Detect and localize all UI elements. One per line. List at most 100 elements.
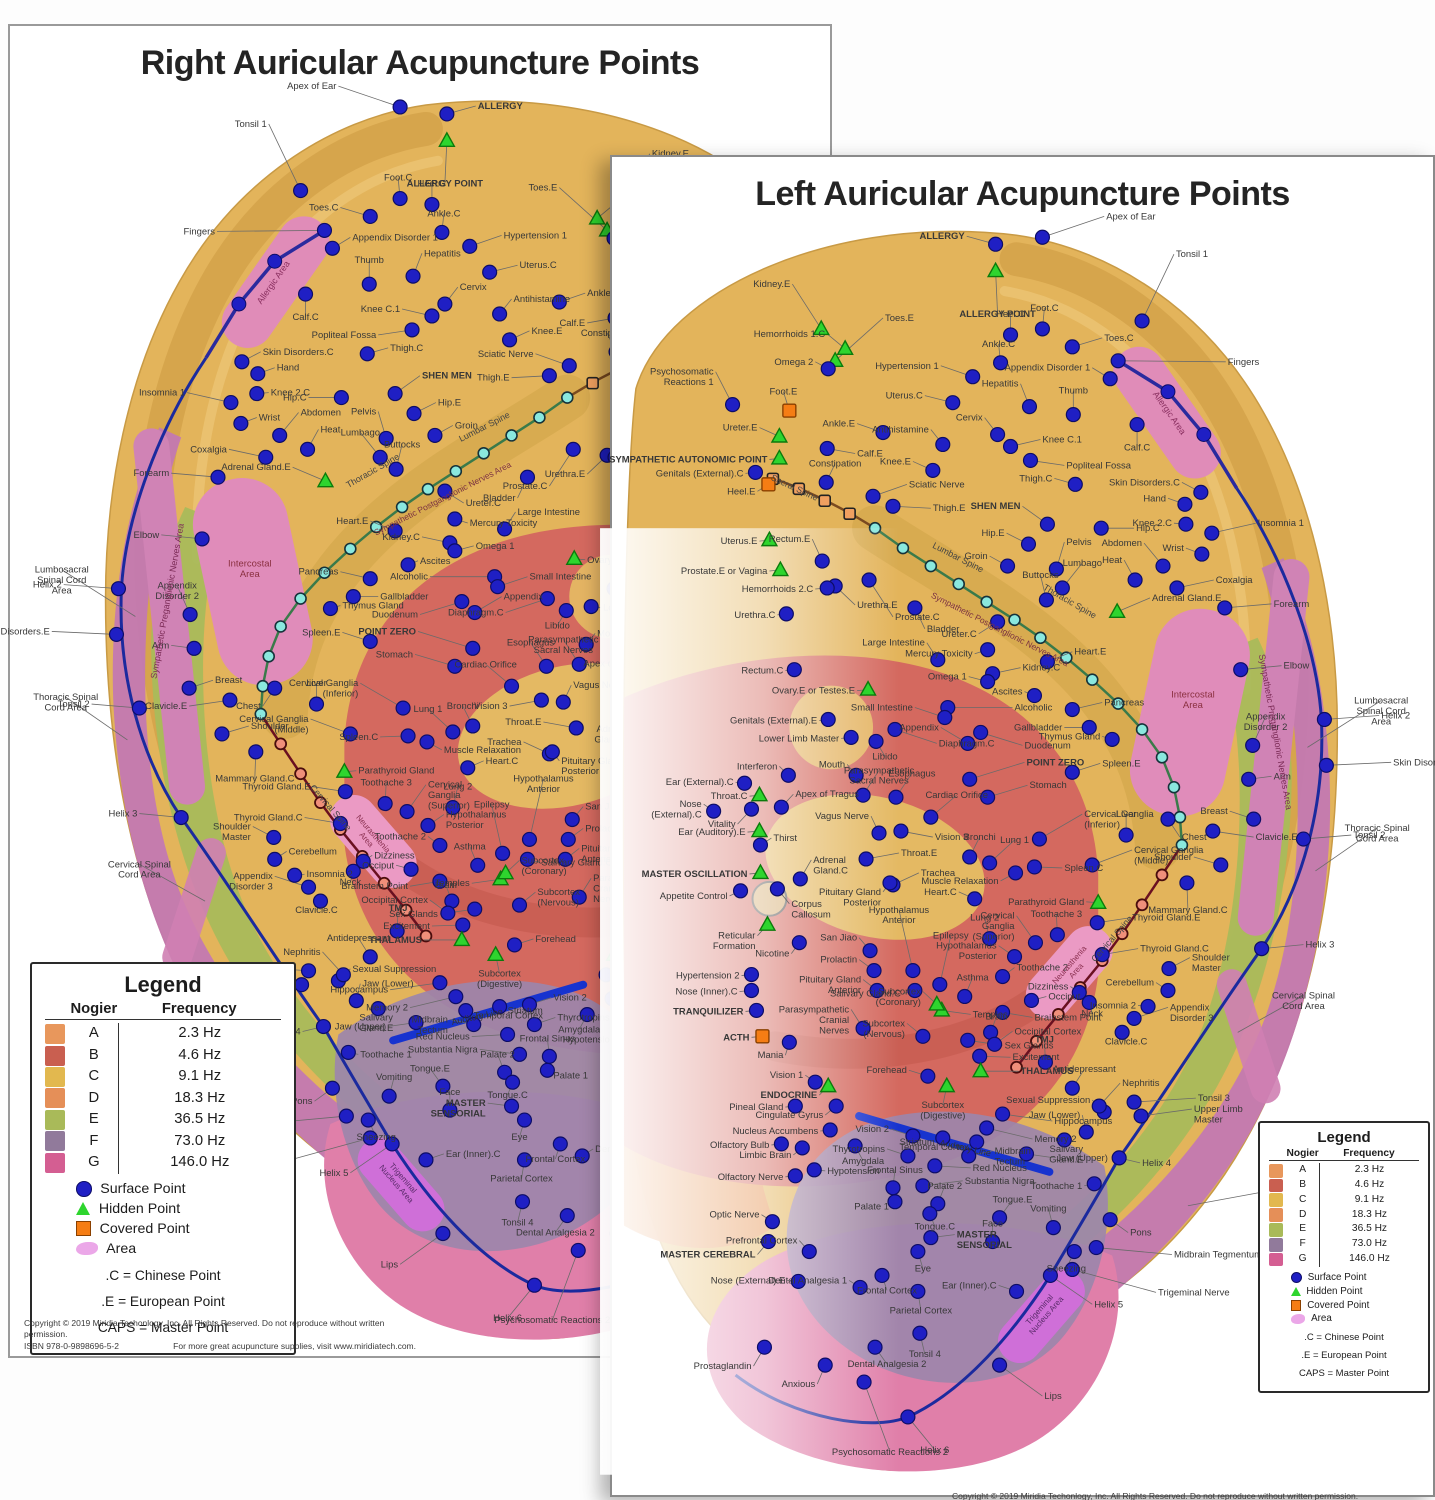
svg-text:Pelvis: Pelvis <box>1066 537 1091 548</box>
svg-text:Parietal Cortex: Parietal Cortex <box>890 1305 953 1316</box>
svg-text:Thigh.E: Thigh.E <box>477 373 510 384</box>
svg-text:Skin Disorders.E: Skin Disorders.E <box>0 626 50 637</box>
svg-text:Bladder: Bladder <box>927 624 960 635</box>
legend-note: .C = Chinese Point <box>105 1267 221 1283</box>
svg-text:Thymus Gland: Thymus Gland <box>1039 731 1100 742</box>
svg-text:Toothache 1: Toothache 1 <box>1031 1181 1083 1192</box>
svg-text:Hand: Hand <box>1143 493 1166 504</box>
svg-text:TMJ: TMJ <box>1035 1034 1054 1045</box>
svg-text:Foot.C: Foot.C <box>384 173 413 184</box>
svg-text:Vision 2: Vision 2 <box>856 1124 889 1135</box>
svg-text:Apex of Tragus: Apex of Tragus <box>795 789 859 800</box>
copyright-isbn: ISBN 978-0-9898696-5-2 <box>24 1340 119 1351</box>
svg-text:Wrist: Wrist <box>259 412 281 423</box>
svg-text:Subcortex(Nervous): Subcortex(Nervous) <box>537 887 580 908</box>
svg-text:Duodenum: Duodenum <box>1024 740 1070 751</box>
svg-text:Pons: Pons <box>1130 1228 1152 1239</box>
svg-text:Lips: Lips <box>1044 1391 1062 1402</box>
svg-text:Toothache 2: Toothache 2 <box>1017 963 1069 974</box>
svg-text:Cervical Ganglia(Inferior): Cervical Ganglia(Inferior) <box>1084 809 1154 830</box>
svg-text:Thigh.C: Thigh.C <box>1019 473 1052 484</box>
svg-text:Mammary Gland.C: Mammary Gland.C <box>215 774 294 785</box>
svg-text:Adrenal Gland.E: Adrenal Gland.E <box>221 462 290 473</box>
legend-note: CAPS = Master Point <box>97 1320 229 1336</box>
svg-text:Hemorrhoids 2.C: Hemorrhoids 2.C <box>742 584 814 595</box>
svg-text:Throat.E: Throat.E <box>505 717 541 728</box>
svg-text:Red Nucleus: Red Nucleus <box>973 1163 1027 1174</box>
svg-text:Kidney.C: Kidney.C <box>1023 663 1061 674</box>
svg-text:Rectum.E: Rectum.E <box>769 534 811 545</box>
svg-text:Lumbago: Lumbago <box>341 427 380 438</box>
svg-text:Temporal Cortex: Temporal Cortex <box>899 1142 969 1153</box>
svg-text:Temples: Temples <box>973 1009 1008 1020</box>
svg-text:Olfactory Bulb: Olfactory Bulb <box>710 1140 769 1151</box>
svg-text:Toes.C: Toes.C <box>1104 333 1134 344</box>
copyright: Copyright © 2019 Miridia Techonlogy, Inc… <box>24 1318 416 1352</box>
svg-text:Antidepressant: Antidepressant <box>327 933 390 944</box>
svg-text:Rectum.C: Rectum.C <box>741 666 783 677</box>
svg-text:ALLERGY POINT: ALLERGY POINT <box>959 309 1036 320</box>
svg-text:Ankle.C: Ankle.C <box>427 208 460 219</box>
svg-text:Vomiting: Vomiting <box>376 1072 412 1083</box>
svg-text:Mouth: Mouth <box>819 759 845 770</box>
svg-text:Thyroid Gland.C: Thyroid Gland.C <box>1140 944 1209 955</box>
legend-swatch <box>1269 1193 1283 1208</box>
svg-text:Uterus.C: Uterus.C <box>520 260 557 271</box>
svg-text:Appendix: Appendix <box>504 592 544 603</box>
svg-text:Ureter.C: Ureter.C <box>941 629 976 640</box>
svg-text:Small Intestine: Small Intestine <box>529 572 591 583</box>
svg-text:Hip.E: Hip.E <box>981 528 1004 539</box>
svg-text:Subcortex(Nervous): Subcortex(Nervous) <box>862 1018 905 1039</box>
svg-text:Tonsil 1: Tonsil 1 <box>235 119 267 130</box>
svg-text:Breast: Breast <box>215 675 243 686</box>
area-icon <box>76 1241 98 1256</box>
svg-text:Hip.C: Hip.C <box>283 393 307 404</box>
copyright-line2: For more great acupuncture supplies, vis… <box>173 1340 416 1351</box>
svg-text:Palate 1: Palate 1 <box>553 1070 588 1081</box>
svg-text:Ureter.C: Ureter.C <box>466 498 501 509</box>
svg-text:Lower Limb Master: Lower Limb Master <box>759 733 839 744</box>
svg-text:Neck: Neck <box>340 877 362 888</box>
svg-text:Lung 1: Lung 1 <box>1000 835 1029 846</box>
svg-text:Cingulate Gyrus: Cingulate Gyrus <box>755 1110 823 1121</box>
svg-text:Sexual Suppression: Sexual Suppression <box>352 964 436 975</box>
svg-text:Apex of Ear: Apex of Ear <box>287 81 336 92</box>
svg-text:Tongue.C: Tongue.C <box>487 1090 528 1101</box>
svg-text:Occiput: Occiput <box>1048 991 1080 1002</box>
svg-text:Hepatitis: Hepatitis <box>424 248 461 259</box>
svg-text:Cervix: Cervix <box>956 413 983 424</box>
svg-text:Antihistamine: Antihistamine <box>872 425 929 436</box>
svg-text:Calf.C: Calf.C <box>292 312 318 323</box>
svg-text:Pineal Gland: Pineal Gland <box>729 1102 783 1113</box>
acupoint-layer <box>108 99 737 1293</box>
svg-text:Appendix Disorder 1: Appendix Disorder 1 <box>1005 363 1091 374</box>
svg-text:Substantia Nigra: Substantia Nigra <box>408 1044 479 1055</box>
surface-icon <box>76 1181 92 1197</box>
svg-text:Thyrotropins: Thyrotropins <box>832 1144 885 1155</box>
svg-text:Frontal Sinus: Frontal Sinus <box>520 1033 576 1044</box>
svg-text:Insomnia 2: Insomnia 2 <box>1090 1000 1136 1011</box>
svg-text:Urethra.E: Urethra.E <box>857 600 897 611</box>
svg-text:Knee 2.C: Knee 2.C <box>271 388 311 399</box>
svg-text:Thyrotropins: Thyrotropins <box>557 1013 610 1024</box>
svg-text:Genitals (External).E: Genitals (External).E <box>730 715 817 726</box>
legend-marker-surface: Surface Point <box>76 1181 281 1197</box>
svg-text:Foot.E: Foot.E <box>769 387 797 398</box>
svg-text:Arm: Arm <box>1274 771 1291 782</box>
svg-text:Hypertension 1: Hypertension 1 <box>504 230 567 241</box>
svg-text:Sex Glands: Sex Glands <box>1005 1040 1054 1051</box>
